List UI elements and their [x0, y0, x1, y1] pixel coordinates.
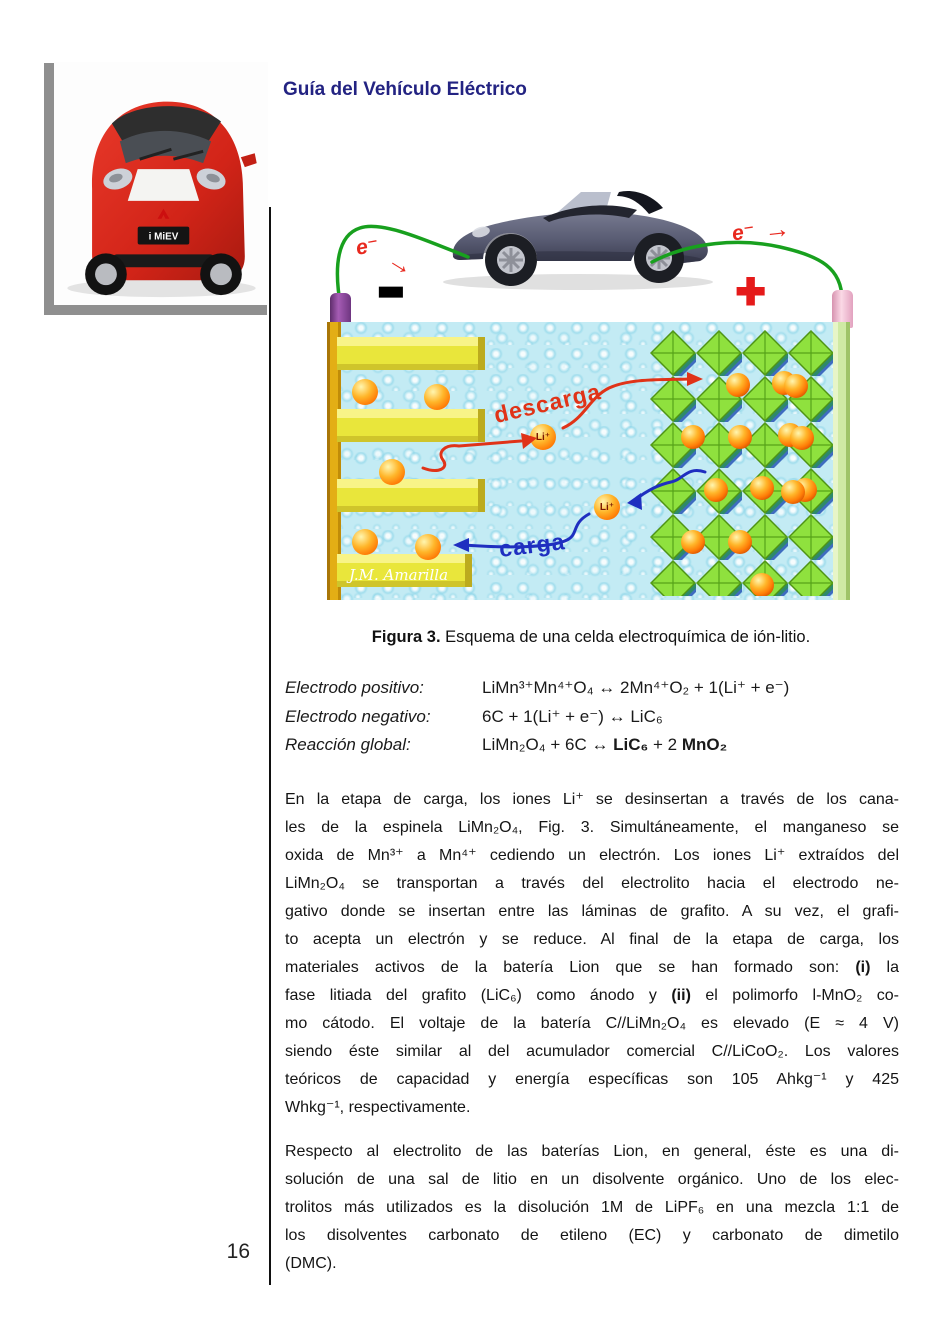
- negative-terminal: [330, 293, 351, 331]
- text-line: LiMn₂O₄ se transportan a través del elec…: [285, 875, 899, 892]
- column-divider-line: [269, 207, 271, 1285]
- text-line: fase litiada del grafito (LiC₆) como áno…: [285, 987, 899, 1004]
- equation-row: Reacción global: LiMn₂O₄ + 6C ↔ LiC₆ + 2…: [285, 735, 899, 764]
- photo-frame-left: [44, 63, 54, 313]
- text-line: En la etapa de carga, los iones Li⁺ se d…: [285, 791, 899, 808]
- figure-caption-label: Figura 3.: [371, 628, 441, 646]
- svg-text:i MiEV: i MiEV: [149, 232, 179, 243]
- text-line: los disolventes carbonato de etileno (EC…: [285, 1227, 899, 1244]
- lithium-ion: [415, 534, 441, 560]
- text-line: (DMC).: [285, 1255, 337, 1272]
- lithium-ion: [352, 379, 378, 405]
- text-line: les de la espinela LiMn₂O₄, Fig. 3. Simu…: [285, 819, 899, 836]
- graphite-layer: [337, 409, 485, 442]
- graphite-electrode-spine: [327, 322, 341, 600]
- figure-caption: Figura 3. Esquema de una celda electroqu…: [283, 628, 899, 647]
- lithium-ion-discharge: Li⁺: [530, 424, 556, 450]
- text-line: teóricos de capacidad y energía específi…: [285, 1071, 899, 1088]
- discharge-label: descarga: [491, 378, 604, 428]
- red-electric-car-image: i MiEV: [67, 101, 257, 298]
- electron-arrow-right-icon: →: [762, 212, 792, 246]
- figure-caption-text: Esquema de una celda electroquímica de i…: [440, 628, 811, 646]
- equation-label: Electrodo positivo:: [285, 678, 424, 697]
- text-line: gativo donde se insertan entre las lámin…: [285, 903, 899, 920]
- lithium-ion-charge: Li⁺: [594, 494, 620, 520]
- equation-formula: 6C + 1(Li⁺ + e⁻) ↔ LiC₆: [482, 706, 663, 726]
- lithium-ions-in-lattice: [681, 371, 817, 596]
- text-line: mo cátodo. El voltaje de la batería C//L…: [285, 1015, 899, 1032]
- electron-label-left: e⁻: [354, 233, 381, 260]
- lithium-ion: [424, 384, 450, 410]
- text-line: oxida de Mn³⁺ a Mn⁴⁺ cediendo un electró…: [285, 847, 899, 864]
- positive-terminal: [832, 290, 853, 328]
- body-paragraph-1: En la etapa de carga, los iones Li⁺ se d…: [285, 786, 899, 1122]
- negative-terminal-symbol: −: [377, 251, 405, 333]
- page-title: Guía del Vehículo Eléctrico: [283, 79, 527, 100]
- text-line: solución de una sal de litio en un disol…: [285, 1171, 899, 1188]
- text-line: trolitos más utilizados es la disolución…: [285, 1199, 899, 1216]
- electron-label-right: e⁻: [730, 219, 757, 246]
- equation-label: Reacción global:: [285, 735, 411, 754]
- text-line: to acepta un electrón y se reduce. Al fi…: [285, 931, 899, 948]
- graphite-layer: [337, 479, 485, 512]
- equation-row: Electrodo negativo: 6C + 1(Li⁺ + e⁻) ↔ L…: [285, 707, 899, 736]
- sports-car-image: [423, 156, 725, 298]
- spinel-lattice: [650, 330, 833, 596]
- equation-formula: LiMn³⁺Mn⁴⁺O₄ ↔ 2Mn⁴⁺O₂ + 1(Li⁺ + e⁻): [482, 678, 790, 697]
- equation-label: Electrodo negativo:: [285, 706, 431, 726]
- equation-formula: LiMn₂O₄ + 6C ↔ LiC₆ + 2 MnO₂: [482, 735, 728, 754]
- electrode-equations: Electrodo positivo: LiMn³⁺Mn⁴⁺O₄ ↔ 2Mn⁴⁺…: [285, 678, 899, 764]
- graphite-layer: [337, 337, 485, 370]
- text-line: siendo éste similar al del acumulador co…: [285, 1043, 899, 1060]
- text-line: materiales activos de la batería Lion qu…: [285, 959, 899, 976]
- positive-current-collector: [833, 322, 850, 600]
- lithium-ion: [379, 459, 405, 485]
- page-number: 16: [226, 1240, 250, 1263]
- city-car-photo: i MiEV: [54, 62, 268, 305]
- text-line: Respecto al electrolito de las baterías …: [285, 1143, 899, 1160]
- positive-terminal-symbol: +: [734, 262, 766, 321]
- body-paragraph-2: Respecto al electrolito de las baterías …: [285, 1138, 899, 1278]
- text-line: Whkg⁻¹, respectivamente.: [285, 1099, 471, 1116]
- equation-row: Electrodo positivo: LiMn³⁺Mn⁴⁺O₄ ↔ 2Mn⁴⁺…: [285, 678, 899, 707]
- photo-frame-bottom: [44, 305, 267, 315]
- charge-label: carga: [497, 528, 567, 562]
- graphite-layer: [337, 554, 472, 587]
- author-signature: J.M. Amarilla: [349, 566, 449, 584]
- lithium-ion: [352, 529, 378, 555]
- battery-cell-diagram: Li⁺ Li⁺ descarga carga J.M. Amarilla: [327, 322, 850, 600]
